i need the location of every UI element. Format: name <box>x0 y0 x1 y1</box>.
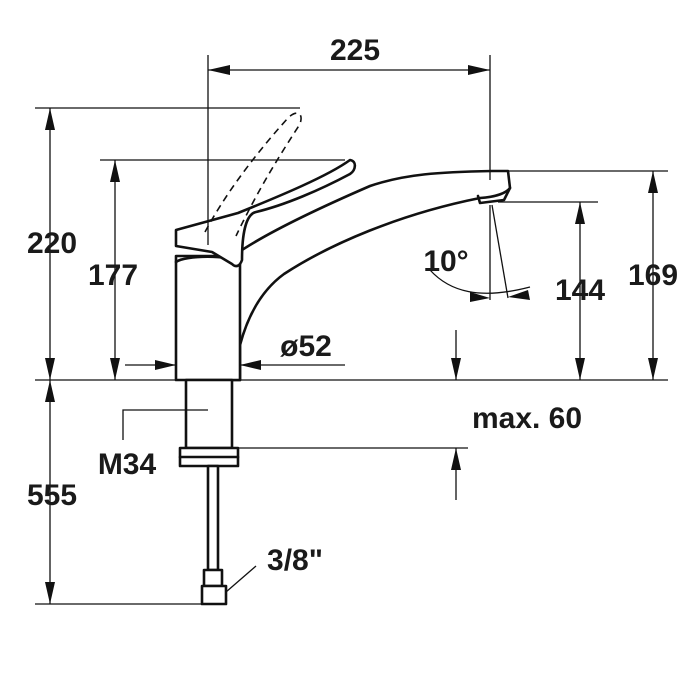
dim-total-height: 220 <box>27 107 300 380</box>
dim-aerator-height: 144 <box>498 201 605 380</box>
dim-body-height: 177 <box>88 159 345 380</box>
dim-thread-size: M34 <box>98 409 208 481</box>
label-spout-reach: 225 <box>330 34 380 67</box>
label-aerator-height: 144 <box>555 274 605 307</box>
faucet-body <box>174 254 242 382</box>
label-connection-size: 3/8" <box>267 544 323 577</box>
label-spout-angle: 10° <box>423 245 468 278</box>
dim-connection-size: 3/8" <box>225 544 323 593</box>
label-total-height: 220 <box>27 227 77 260</box>
mounting-shank <box>184 378 234 450</box>
label-spout-outlet-height: 169 <box>628 259 678 292</box>
label-thread-size: M34 <box>98 448 157 481</box>
supply-hose <box>206 464 220 572</box>
dim-spout-angle: 10° <box>423 204 531 302</box>
label-base-diameter: ø52 <box>280 330 332 363</box>
dim-counter-thickness: max. 60 <box>238 330 582 500</box>
lever-raised-outline <box>204 112 302 237</box>
aerator <box>476 186 512 205</box>
label-body-height: 177 <box>88 259 138 292</box>
dim-base-diameter: ø52 <box>125 330 345 370</box>
label-counter-thickness: max. 60 <box>472 402 582 435</box>
hose-fitting <box>200 584 228 606</box>
label-hose-length: 555 <box>27 479 77 512</box>
dim-spout-reach: 225 <box>207 34 491 245</box>
lever-handle <box>174 158 357 268</box>
hose-connector <box>202 568 224 588</box>
dim-spout-outlet-height: 169 <box>508 170 678 380</box>
dim-hose-length: 555 <box>27 380 226 605</box>
